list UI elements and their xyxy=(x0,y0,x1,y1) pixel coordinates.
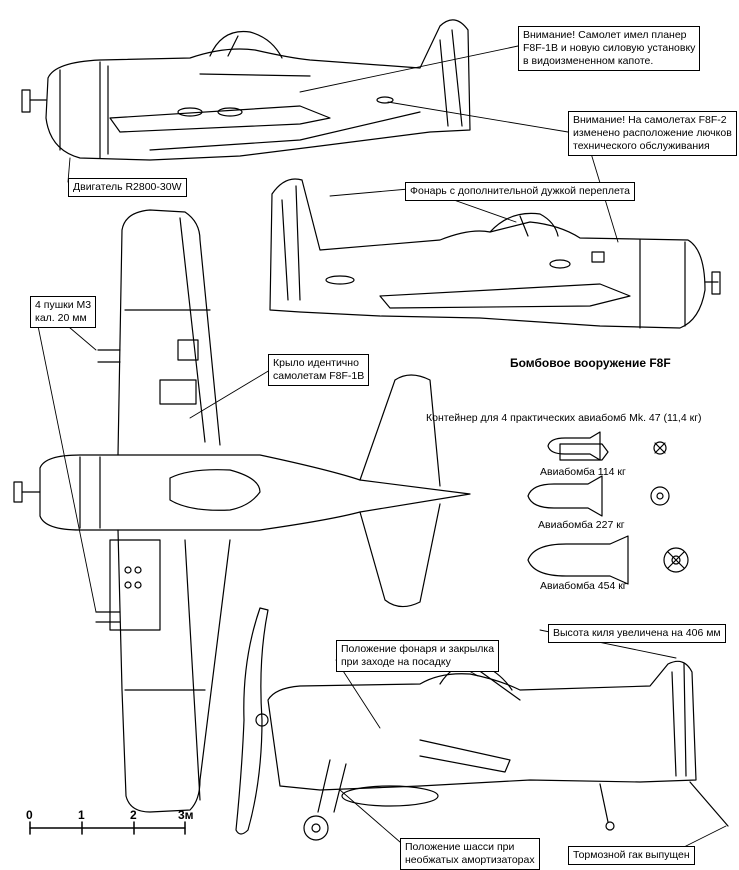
scale-tick-0: 0 xyxy=(26,808,33,822)
leader-lines xyxy=(35,45,727,851)
callout-wing-note: Крыло идентично самолетам F8F-1B xyxy=(268,354,370,386)
callout-gear-position: Положение шасси при необжатых амортизато… xyxy=(400,838,540,870)
callout-fin-height: Высота киля увеличена на 406 мм xyxy=(548,624,726,643)
callout-airframe-note: Внимание! Самолет имел планер F8F-1B и н… xyxy=(518,26,701,71)
callout-engine: Двигатель R2800-30W xyxy=(68,178,187,197)
side-view-right-facing xyxy=(269,178,721,329)
callout-canopy-flap: Положение фонаря и закрылка при заходе н… xyxy=(336,640,500,672)
bomb-114-label: Авиабомба 114 кг xyxy=(540,466,626,478)
plan-view xyxy=(13,209,471,813)
side-view-left-facing xyxy=(21,19,471,161)
landing-view xyxy=(235,607,729,841)
callout-hatches-note: Внимание! На самолетах F8F-2 изменено ра… xyxy=(568,111,737,156)
scale-tick-2: 2 xyxy=(130,808,137,822)
callout-cannons: 4 пушки М3 кал. 20 мм xyxy=(30,296,97,328)
bomb-454-label: Авиабомба 454 кг xyxy=(540,580,627,592)
callout-canopy-frame: Фонарь с дополнительной дужкой переплета xyxy=(405,182,635,201)
bombs-illustrations xyxy=(527,431,689,585)
bomb-227-label: Авиабомба 227 кг xyxy=(538,519,625,531)
scale-tick-3: 3м xyxy=(178,808,194,822)
scale-tick-1: 1 xyxy=(78,808,85,822)
bomb-container-label: Контейнер для 4 практических авиабомб Mk… xyxy=(426,412,702,424)
bombs-heading: Бомбовое вооружение F8F xyxy=(510,356,671,370)
scale-bar xyxy=(29,821,186,835)
callout-tail-hook: Тормозной гак выпущен xyxy=(568,846,695,865)
